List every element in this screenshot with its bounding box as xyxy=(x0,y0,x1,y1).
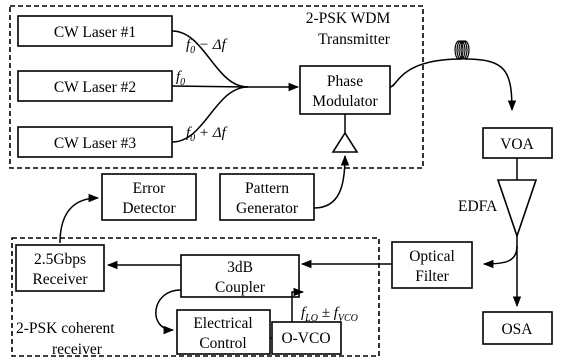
error-detector-box xyxy=(101,173,197,221)
pattern-generator-box xyxy=(219,173,315,221)
transmitter-title-line2: Transmitter xyxy=(318,31,391,48)
cw-laser-1-label: CW Laser #1 xyxy=(54,24,136,41)
error-detector-label-line1: Error xyxy=(133,180,167,197)
pattern-generator-label-line2: Generator xyxy=(236,200,299,217)
coupler-to-control-arrow xyxy=(155,289,182,335)
optical-filter-label-line1: Optical xyxy=(409,248,455,265)
phase-modulator-label-line1: Phase xyxy=(327,73,363,90)
optical-filter-box xyxy=(391,241,473,289)
receiver-label-line1: 2.5Gbps xyxy=(34,251,86,268)
optical-filter-label-line2: Filter xyxy=(415,268,449,285)
transmitter-group-border xyxy=(9,5,424,169)
electrical-control-label-line2: Control xyxy=(199,335,246,352)
electrical-control-label-line1: Electrical xyxy=(193,315,252,332)
receiver-to-detector-arrow xyxy=(59,193,100,244)
ovco-box xyxy=(271,321,342,355)
osa-label: OSA xyxy=(501,321,533,338)
transmitter-title-line1: 2-PSK WDM xyxy=(306,10,391,27)
driver-amplifier-triangle xyxy=(331,131,359,153)
edfa-triangle xyxy=(496,179,538,239)
cw-laser-2-box xyxy=(17,70,173,102)
receiver-group-title-line2: receiver xyxy=(52,341,103,358)
voa-label: VOA xyxy=(500,136,534,153)
phase-modulator-label-line2: Modulator xyxy=(312,93,378,110)
coupler-label-line1: 3dB xyxy=(227,259,253,276)
error-detector-label-line2: Detector xyxy=(122,200,176,217)
laser1-combiner-line xyxy=(171,30,249,88)
receiver-box xyxy=(15,244,105,292)
ovco-label: O-VCO xyxy=(281,330,330,347)
voa-box xyxy=(482,127,553,159)
freq-label-laser3: f0 + Δf xyxy=(186,125,228,144)
electrical-control-box xyxy=(176,309,271,355)
pattern-generator-label-line1: Pattern xyxy=(245,180,289,197)
osa-box xyxy=(482,311,553,345)
freq-label-laser1: f0 − Δf xyxy=(186,37,228,56)
coupler-label-line2: Coupler xyxy=(215,279,266,296)
fiber-spool-icon xyxy=(454,40,470,60)
laser2-combiner-line xyxy=(171,85,249,88)
edfa-label: EDFA xyxy=(458,198,498,215)
cw-laser-3-label: CW Laser #3 xyxy=(54,135,137,152)
freq-label-laser2: f0 xyxy=(176,69,185,88)
fiber-to-voa-arrow xyxy=(464,58,517,112)
receiver-label-line2: Receiver xyxy=(32,271,88,288)
flo-fvco-label: fLO ± fVCO xyxy=(301,305,358,324)
modulator-to-fiber-line xyxy=(389,58,463,88)
edfa-to-filter-arrow xyxy=(482,245,518,269)
laser3-combiner-line xyxy=(171,86,249,143)
cw-laser-2-label: CW Laser #2 xyxy=(54,79,136,96)
receiver-group-border xyxy=(11,237,380,357)
generator-to-driver-arrow xyxy=(313,154,350,209)
receiver-group-title-line1: 2-PSK coherent xyxy=(16,320,115,337)
coupler-box xyxy=(180,254,300,298)
ovco-to-coupler-arrow xyxy=(291,287,305,322)
cw-laser-3-box xyxy=(17,126,173,158)
